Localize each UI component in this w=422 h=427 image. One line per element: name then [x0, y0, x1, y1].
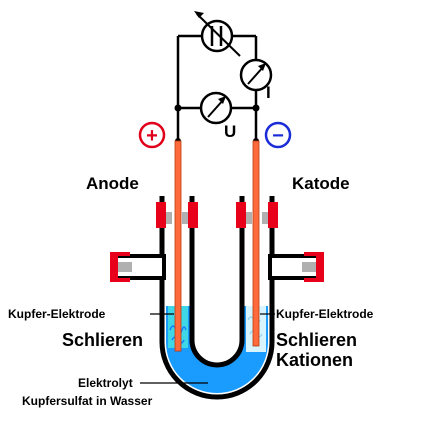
schlieren-left-label: Schlieren	[62, 330, 143, 350]
u-tube	[159, 196, 275, 400]
variable-resistor-icon	[194, 11, 241, 57]
junction-dot	[174, 104, 182, 112]
electrolyte-label: Elektrolyt	[78, 376, 133, 390]
electrolyte-desc-label: Kupfersulfat in Wasser	[22, 394, 153, 408]
minus-sign: −	[272, 125, 284, 147]
plus-pole-icon: +	[138, 121, 166, 149]
junction-dot	[252, 104, 260, 112]
plus-sign: +	[146, 125, 158, 147]
schlieren-right-label: Schlieren	[276, 330, 357, 350]
kationen-label: Kationen	[276, 350, 353, 370]
voltmeter-icon	[199, 91, 233, 125]
voltage-label: U	[224, 122, 236, 141]
minus-pole-icon: −	[264, 121, 292, 149]
clamp-left	[156, 202, 198, 228]
anode-label: Anode	[86, 174, 139, 193]
katode-label: Katode	[292, 174, 350, 193]
ammeter-icon	[239, 58, 273, 92]
electrode-right	[252, 140, 260, 347]
electrode-right-label: Kupfer-Elektrode	[276, 307, 374, 321]
clamp-right	[236, 202, 278, 228]
circuit-wires	[176, 34, 258, 140]
side-arm-right	[268, 252, 324, 282]
side-arm-left	[110, 252, 166, 282]
electrolyte-fill	[166, 306, 268, 393]
electrode-left	[174, 140, 182, 352]
current-label: I	[266, 83, 271, 102]
electrode-left-label: Kupfer-Elektrode	[8, 307, 106, 321]
